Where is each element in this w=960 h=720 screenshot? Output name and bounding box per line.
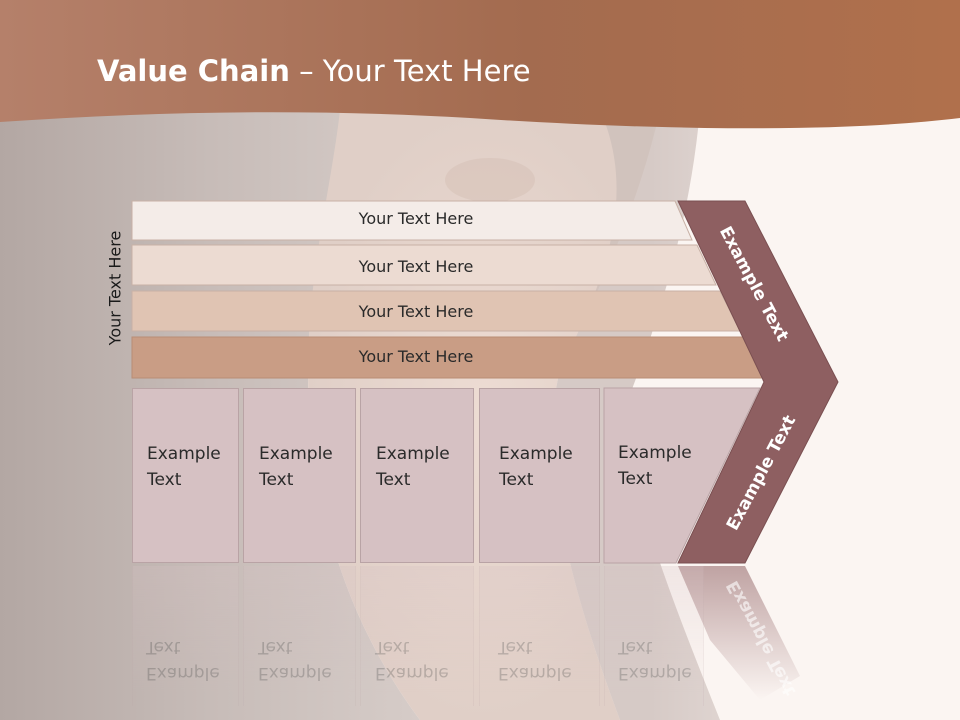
box-3-reflection-text: Example Text	[375, 634, 449, 686]
box-5-line1: Example	[618, 443, 692, 463]
box-1-r-line2: Text	[146, 637, 181, 657]
bar-2	[131, 244, 717, 286]
box-4-reflection	[479, 566, 600, 706]
box-2-r-line2: Text	[258, 637, 293, 657]
box-4-reflection-text: Example Text	[498, 634, 572, 686]
box-1-reflection	[132, 566, 239, 706]
chevron	[677, 200, 839, 564]
box-3-line1: Example	[376, 444, 450, 464]
title-bold: Value Chain	[97, 54, 290, 88]
bar-4-label: Your Text Here	[358, 347, 474, 366]
box-5-r-line1: Example	[618, 663, 692, 683]
box-1-r-line1: Example	[146, 663, 220, 683]
box-5-reflection-text: Example Text	[618, 634, 692, 686]
box-1-line1: Example	[147, 444, 221, 464]
bar-3-label: Your Text Here	[358, 302, 474, 321]
box-4-line2: Text	[499, 470, 534, 490]
boxes-reflection: Example Text Example Text Example Text Exam…	[0, 566, 960, 706]
header-band	[0, 0, 960, 129]
box-5-line2: Text	[618, 469, 653, 489]
box-1-reflection-text: Example Text	[146, 634, 220, 686]
box-4-r-line1: Example	[498, 663, 572, 683]
slide-title: Value Chain – Your Text Here	[97, 54, 531, 88]
box-2-r-line1: Example	[258, 663, 332, 683]
box-2-line1: Example	[259, 444, 333, 464]
box-5-r-line2: Text	[618, 637, 653, 657]
box-2-reflection	[243, 566, 356, 706]
bar-2-label: Your Text Here	[358, 257, 474, 276]
box-3-r-line1: Example	[375, 663, 449, 683]
box-3-reflection	[360, 566, 474, 706]
box-1-line2: Text	[147, 470, 182, 490]
box-3-r-line2: Text	[375, 637, 410, 657]
box-4-line1: Example	[499, 444, 573, 464]
chevron-reflection	[678, 566, 800, 700]
box-5-reflection	[604, 566, 704, 706]
bar-1	[131, 200, 693, 241]
box-5-shape	[603, 387, 761, 564]
bar-1-label: Your Text Here	[358, 209, 474, 228]
title-rest: – Your Text Here	[289, 54, 531, 88]
box-2-reflection-text: Example Text	[258, 634, 332, 686]
box-2-line2: Text	[259, 470, 294, 490]
box-4-r-line2: Text	[498, 637, 533, 657]
box-3-line2: Text	[376, 470, 411, 490]
